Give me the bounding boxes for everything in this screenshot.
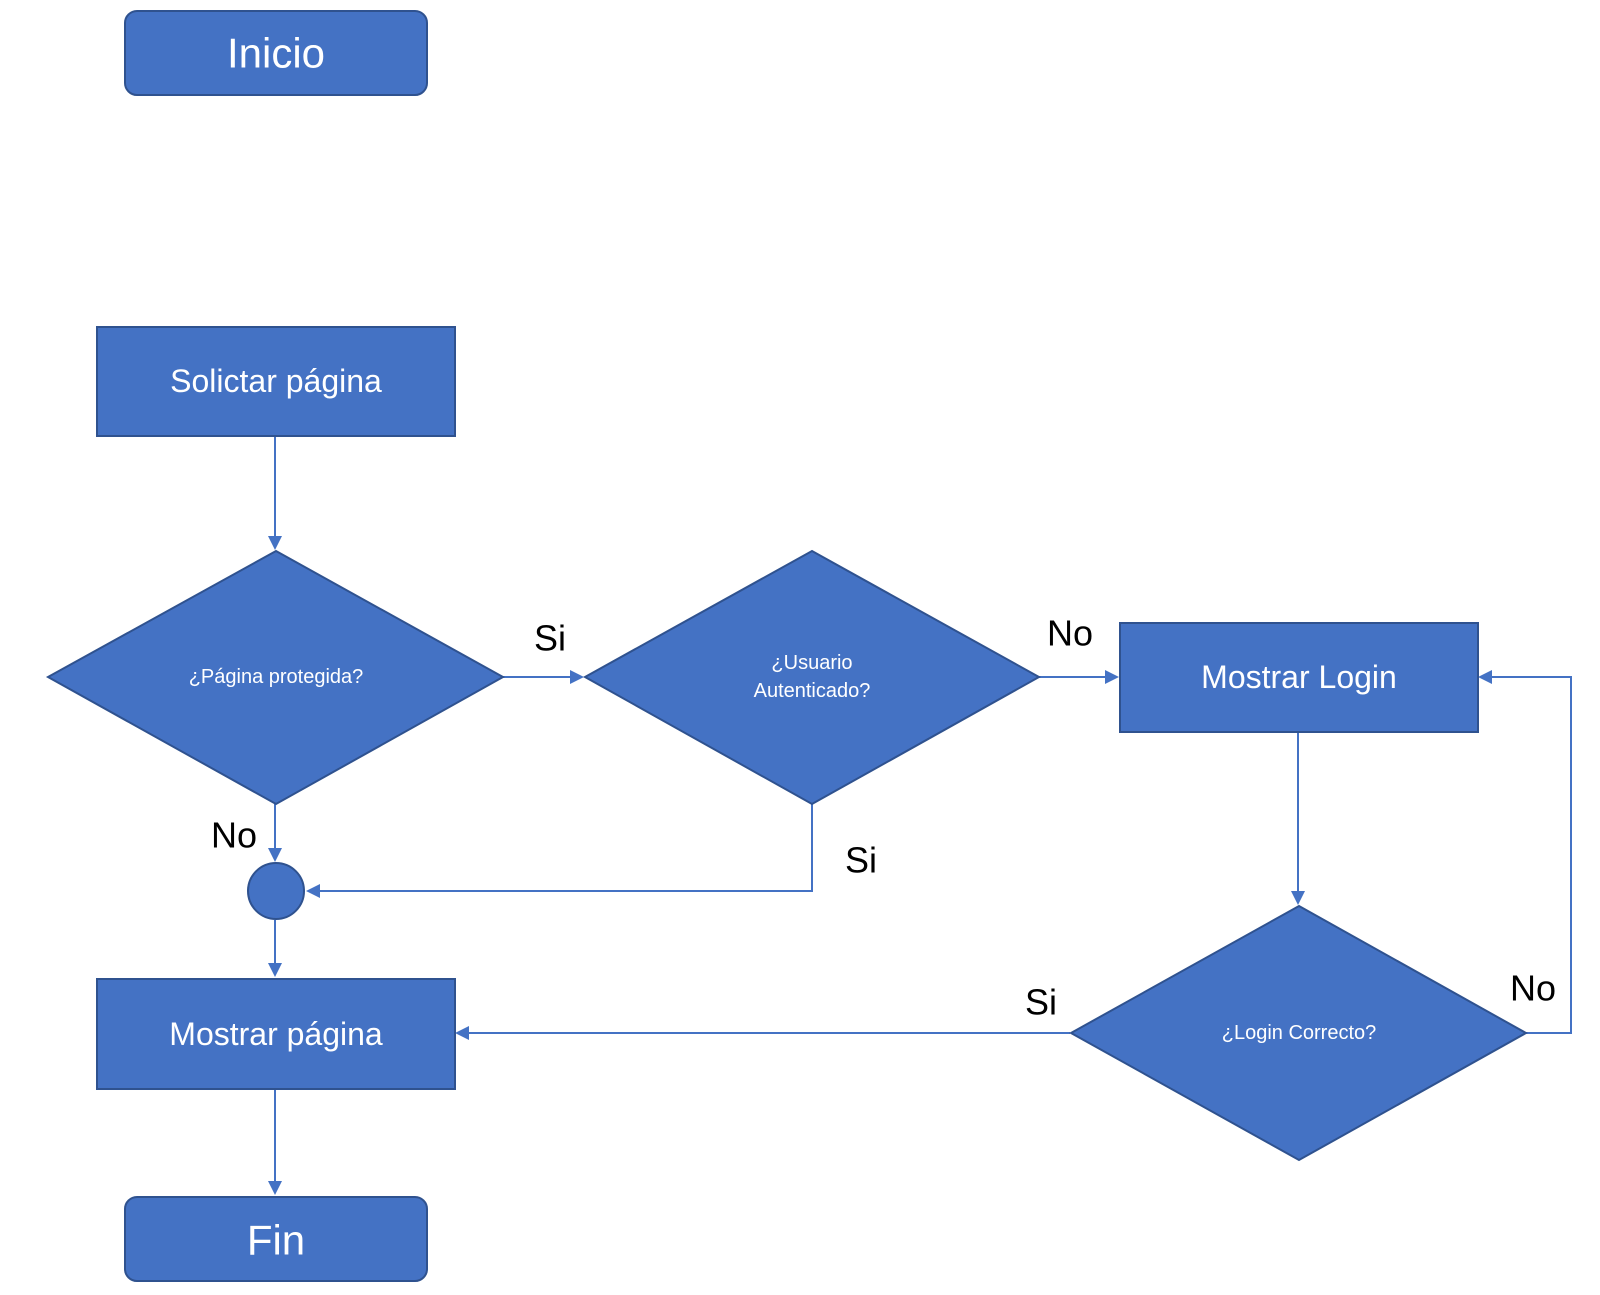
usuario-autenticado-label-line1: ¿Usuario — [771, 652, 852, 674]
solicitar-process-box — [96, 326, 456, 437]
merge-connector-circle — [247, 862, 305, 920]
node-usuario-autenticado: ¿Usuario Autenticado? — [582, 549, 1042, 806]
arrowhead — [570, 670, 584, 684]
solicitar-label: Solictar página — [170, 363, 382, 399]
mostrar-pagina-process-box — [96, 978, 456, 1090]
fin-label: Fin — [247, 1217, 305, 1264]
fin-terminator — [124, 1196, 428, 1282]
edge-labels: Si No No Si Si No — [211, 613, 1556, 1023]
edge-label-login-si: Si — [1025, 982, 1057, 1023]
node-mostrar-login: Mostrar Login — [1119, 622, 1479, 733]
arrowhead — [268, 536, 282, 550]
arrowhead — [268, 1181, 282, 1195]
arrowhead — [268, 963, 282, 977]
node-login-correcto: ¿Login Correcto? — [1068, 904, 1529, 1162]
usuario-autenticado-decision — [582, 549, 1042, 806]
node-solicitar-pagina: Solictar página — [96, 326, 456, 437]
edge-label-autenticado-si: Si — [845, 840, 877, 881]
arrowhead — [1105, 670, 1119, 684]
edge-label-autenticado-no: No — [1047, 613, 1093, 654]
inicio-label: Inicio — [227, 30, 325, 77]
mostrar-login-process-box — [1119, 622, 1479, 733]
pagina-protegida-label: ¿Página protegida? — [189, 666, 364, 688]
arrowhead — [268, 848, 282, 862]
node-mostrar-pagina: Mostrar página — [96, 978, 456, 1090]
edge-label-protegida-si: Si — [534, 618, 566, 659]
node-merge — [247, 862, 305, 920]
usuario-autenticado-label-line2: Autenticado? — [754, 680, 871, 702]
node-inicio: Inicio — [124, 10, 428, 96]
connector-autenticado-si — [318, 804, 813, 892]
arrowhead — [1478, 670, 1492, 684]
arrowhead — [306, 884, 320, 898]
mostrar-pagina-label: Mostrar página — [169, 1016, 383, 1052]
mostrar-login-label: Mostrar Login — [1201, 659, 1397, 695]
pagina-protegida-decision — [45, 549, 506, 806]
login-correcto-decision — [1068, 904, 1529, 1162]
connector-login-no-loop — [1490, 676, 1572, 1034]
node-pagina-protegida: ¿Página protegida? — [45, 549, 506, 806]
arrowhead — [455, 1026, 469, 1040]
node-fin: Fin — [124, 1196, 428, 1282]
login-correcto-label: ¿Login Correcto? — [1222, 1022, 1377, 1044]
connectors — [268, 436, 1572, 1195]
arrowhead — [1291, 891, 1305, 905]
edge-label-protegida-no: No — [211, 815, 257, 856]
edge-label-login-no: No — [1510, 968, 1556, 1009]
inicio-terminator — [124, 10, 428, 96]
